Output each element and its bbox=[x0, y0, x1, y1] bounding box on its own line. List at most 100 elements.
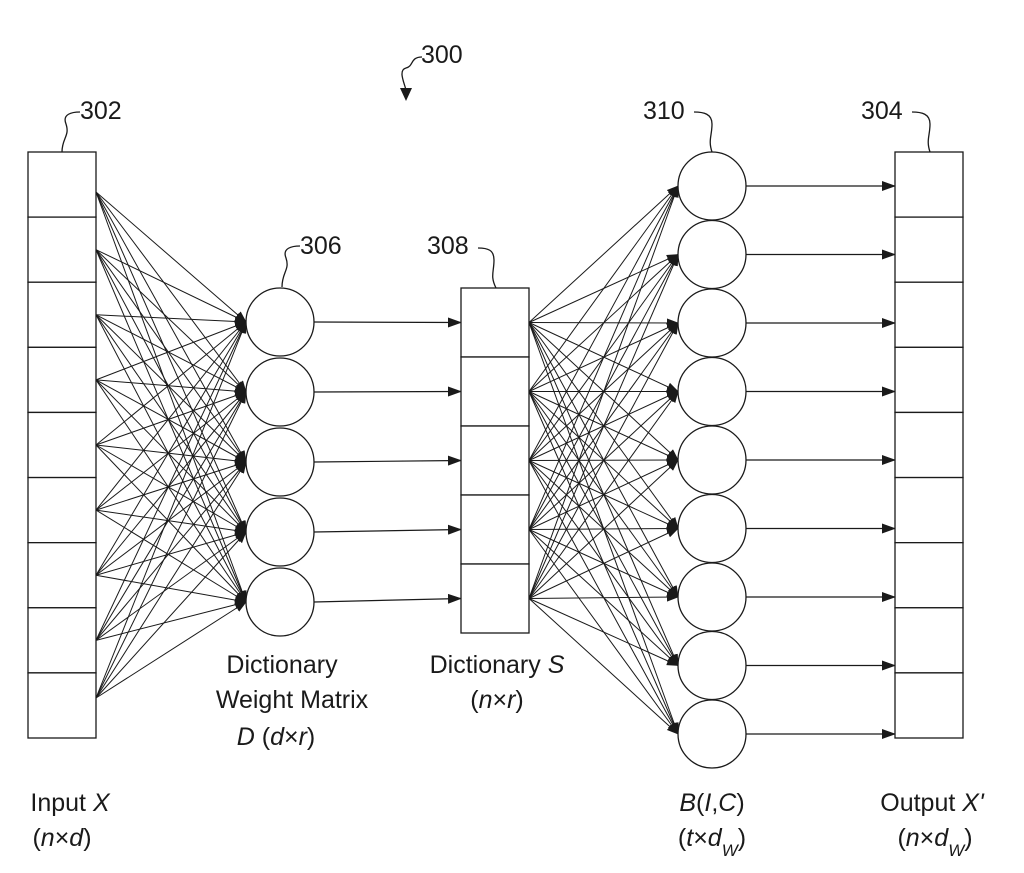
input-ref-number: 302 bbox=[80, 97, 122, 125]
edge-input-8-weight-2 bbox=[95, 391, 247, 641]
edge-dictionary-5-basis-7 bbox=[528, 592, 679, 602]
edge-input-2-weight-5 bbox=[95, 249, 247, 603]
edge-dictionary-5-basis-9 bbox=[528, 598, 679, 735]
input-vector bbox=[27, 151, 97, 739]
edge-input-9-weight-3 bbox=[95, 461, 247, 699]
output-ref-number: 304 bbox=[861, 97, 903, 125]
dictionary-vector bbox=[460, 287, 530, 634]
basis-node-5 bbox=[677, 425, 747, 495]
weight-label-line2: Weight Matrix bbox=[216, 686, 369, 714]
edge-input-7-weight-5 bbox=[95, 574, 247, 605]
edges-dictionary-to-basis bbox=[528, 185, 679, 735]
weight-node-2 bbox=[245, 357, 315, 427]
edge-input-3-weight-4 bbox=[95, 314, 247, 533]
output-cell-4 bbox=[894, 346, 964, 414]
edge-input-5-weight-2 bbox=[95, 391, 247, 446]
output-cell-9 bbox=[894, 672, 964, 739]
edge-input-5-weight-1 bbox=[95, 321, 247, 446]
input-cell-3 bbox=[27, 281, 97, 348]
edge-input-8-weight-3 bbox=[95, 461, 247, 641]
edge-dictionary-5-basis-1 bbox=[528, 185, 679, 599]
edge-input-7-weight-4 bbox=[95, 530, 247, 576]
edge-weight-5-dictionary bbox=[313, 593, 462, 604]
edge-input-4-weight-2 bbox=[95, 379, 247, 396]
edge-input-1-weight-5 bbox=[95, 191, 247, 603]
basis-node-3 bbox=[677, 288, 747, 358]
output-vector bbox=[894, 151, 964, 739]
basis-nodes bbox=[677, 151, 747, 769]
weight-node-5 bbox=[245, 567, 315, 637]
edge-input-3-weight-3 bbox=[95, 314, 247, 463]
edge-dictionary-4-basis-1 bbox=[528, 185, 679, 530]
basis-node-8 bbox=[677, 630, 747, 701]
weight-ref-number: 306 bbox=[300, 232, 342, 260]
basis-node-6 bbox=[677, 493, 747, 564]
weight-label-line1: Dictionary bbox=[226, 651, 338, 679]
edges-weight-matrix-to-dictionary bbox=[313, 317, 462, 604]
edge-input-1-weight-1 bbox=[95, 191, 247, 323]
edge-input-2-weight-2 bbox=[95, 249, 247, 393]
edge-input-3-weight-2 bbox=[95, 314, 247, 393]
output-cell-1 bbox=[894, 151, 964, 218]
edge-input-7-weight-3 bbox=[95, 461, 247, 576]
edge-dictionary-5-basis-6 bbox=[528, 528, 679, 599]
figure-ref-arrowhead bbox=[400, 88, 412, 101]
edge-input-4-weight-1 bbox=[95, 321, 247, 381]
basis-node-7 bbox=[677, 562, 747, 632]
input-cell-1 bbox=[27, 151, 97, 218]
edge-input-9-weight-4 bbox=[95, 531, 247, 699]
input-cell-2 bbox=[27, 216, 97, 283]
weight-node-1 bbox=[245, 287, 315, 357]
dictionary-ref-number: 308 bbox=[427, 232, 469, 260]
dictionary-cell-4 bbox=[460, 494, 530, 565]
edge-input-6-weight-3 bbox=[95, 461, 247, 511]
edge-input-3-weight-1 bbox=[95, 314, 247, 326]
edge-input-2-weight-3 bbox=[95, 249, 247, 463]
edge-input-9-weight-2 bbox=[95, 391, 247, 699]
input-cell-8 bbox=[27, 607, 97, 674]
edge-dictionary-5-basis-2 bbox=[528, 253, 679, 599]
edge-input-5-weight-4 bbox=[95, 444, 247, 533]
edge-dictionary-5-basis-4 bbox=[528, 390, 679, 599]
edge-input-7-weight-2 bbox=[95, 391, 247, 576]
weight-node-3 bbox=[245, 427, 315, 497]
edge-input-9-weight-5 bbox=[95, 601, 247, 699]
input-cell-6 bbox=[27, 476, 97, 544]
dictionary-cell-5 bbox=[460, 563, 530, 634]
edge-weight-1-dictionary bbox=[313, 317, 462, 328]
basis-ref-number: 310 bbox=[643, 97, 685, 125]
edges-basis-to-output bbox=[746, 181, 896, 739]
output-cell-3 bbox=[894, 281, 964, 348]
input-cell-4 bbox=[27, 346, 97, 414]
edge-input-6-weight-2 bbox=[95, 391, 247, 511]
edge-dictionary-5-basis-5 bbox=[528, 459, 679, 599]
edge-input-5-weight-5 bbox=[95, 444, 247, 603]
output-cell-8 bbox=[894, 607, 964, 674]
edge-input-8-weight-1 bbox=[95, 321, 247, 641]
dictionary-weight-matrix-nodes bbox=[245, 287, 315, 637]
basis-label-line2: (t×dW) bbox=[678, 824, 746, 860]
dictionary-cell-3 bbox=[460, 425, 530, 496]
edge-weight-2-dictionary bbox=[313, 386, 462, 397]
edge-input-6-weight-1 bbox=[95, 321, 247, 511]
edge-weight-3-dictionary bbox=[313, 455, 462, 466]
output-label-line1: Output X' bbox=[880, 789, 985, 817]
edge-input-9-weight-1 bbox=[95, 321, 247, 699]
edge-weight-4-dictionary bbox=[313, 524, 462, 535]
edge-dictionary-5-basis-8 bbox=[528, 598, 679, 666]
dictionary-label-line1: Dictionary S bbox=[430, 651, 565, 679]
output-cell-5 bbox=[894, 411, 964, 479]
edges-input-to-weight-matrix bbox=[95, 191, 247, 699]
edge-input-1-weight-2 bbox=[95, 191, 247, 393]
weight-label-line3: D (d×r) bbox=[237, 723, 316, 751]
edge-input-4-weight-3 bbox=[95, 379, 247, 463]
basis-node-9 bbox=[677, 699, 747, 769]
edge-input-5-weight-3 bbox=[95, 444, 247, 466]
edge-input-4-weight-4 bbox=[95, 379, 247, 533]
edge-input-6-weight-5 bbox=[95, 509, 247, 603]
basis-node-4 bbox=[677, 356, 747, 427]
edge-input-7-weight-1 bbox=[95, 321, 247, 576]
input-cell-9 bbox=[27, 672, 97, 739]
